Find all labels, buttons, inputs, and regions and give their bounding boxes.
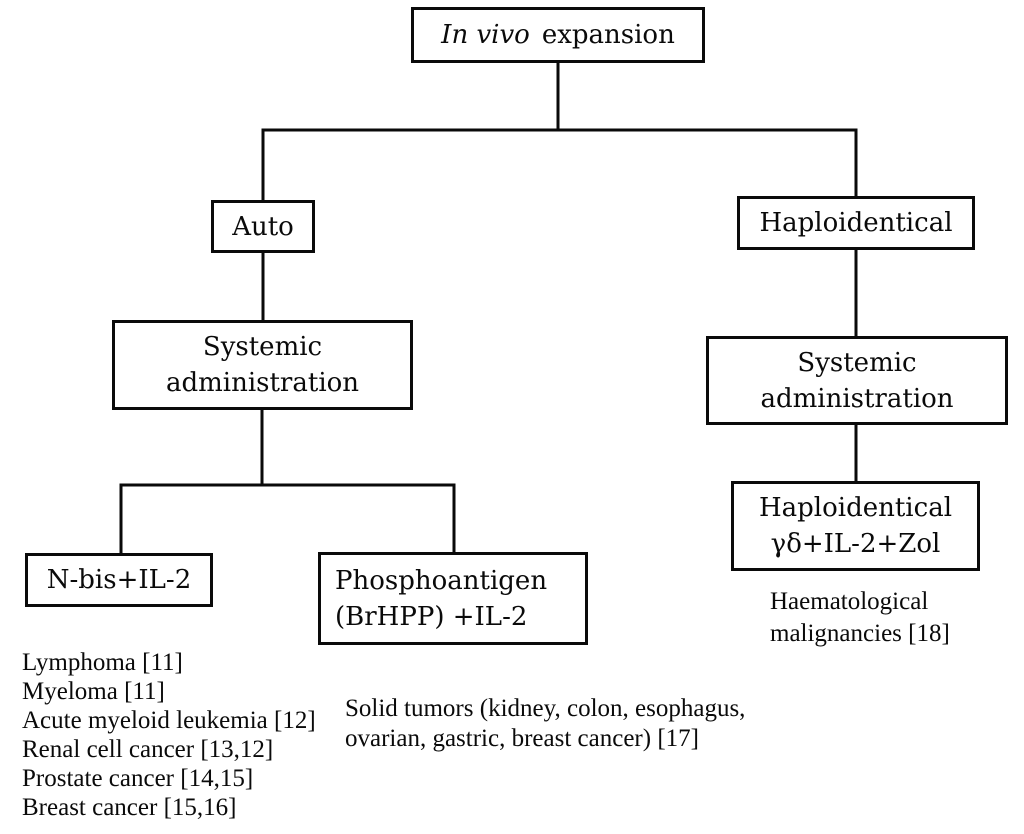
- annotation-solid-tumors-line1: Solid tumors (kidney, colon, esophagus,: [345, 695, 746, 722]
- annotation-list-item: Acute myeloid leukemia [12]: [22, 707, 316, 734]
- annotation-list-item: Prostate cancer [14,15]: [22, 765, 254, 792]
- node-systemic-administration-right: Systemic administration: [706, 336, 1008, 425]
- annotation-haematological-line2: malignancies [18]: [770, 620, 950, 647]
- node-in-vivo-expansion-italic-label: In vivo: [441, 20, 530, 50]
- node-haploidentical-label: Haploidentical: [759, 208, 953, 238]
- annotation-list-item: Renal cell cancer [13,12]: [22, 736, 274, 763]
- node-phosphoantigen-line1: Phosphoantigen: [335, 565, 548, 596]
- annotation-list-item: Lymphoma [11]: [22, 649, 183, 676]
- node-haploidentical-gd-il2-zol-line2: γδ+IL-2+Zol: [770, 529, 941, 559]
- annotation-list-item: Breast cancer [15,16]: [22, 794, 237, 821]
- node-systemic-administration-left-line1: Systemic: [202, 332, 323, 362]
- annotation-list-item: Myeloma [11]: [22, 678, 165, 705]
- node-haploidentical-gd-il2-zol: Haploidentical γδ+IL-2+Zol: [731, 481, 980, 571]
- node-in-vivo-expansion: In vivo expansion: [411, 7, 705, 63]
- annotation-haematological-line1: Haematological: [770, 588, 929, 615]
- node-phosphoantigen-line2: (BrHPP) +IL-2: [335, 601, 528, 632]
- node-auto-label: Auto: [232, 211, 294, 242]
- node-n-bis-il-2-label: N-bis+IL-2: [46, 565, 192, 595]
- annotation-haematological-malignancies: Haematological malignancies [18]: [770, 586, 950, 650]
- node-phosphoantigen: Phosphoantigen (BrHPP) +IL-2: [318, 552, 588, 645]
- annotation-solid-tumors: Solid tumors (kidney, colon, esophagus, …: [345, 694, 745, 754]
- node-systemic-administration-left: Systemic administration: [112, 320, 413, 410]
- node-in-vivo-expansion-label: expansion: [541, 20, 675, 50]
- node-auto: Auto: [211, 200, 315, 253]
- node-systemic-administration-left-line2: administration: [165, 368, 360, 398]
- node-systemic-administration-right-line1: Systemic: [797, 347, 917, 378]
- annotation-solid-tumors-line2: ovarian, gastric, breast cancer) [17]: [345, 725, 699, 752]
- node-n-bis-il-2: N-bis+IL-2: [25, 553, 213, 607]
- annotation-left-reference-list: Lymphoma [11] Myeloma [11] Acute myeloid…: [22, 648, 316, 822]
- node-haploidentical-gd-il2-zol-line1: Haploidentical: [758, 493, 953, 523]
- node-systemic-administration-right-line2: administration: [760, 383, 954, 414]
- node-haploidentical: Haploidentical: [737, 196, 975, 250]
